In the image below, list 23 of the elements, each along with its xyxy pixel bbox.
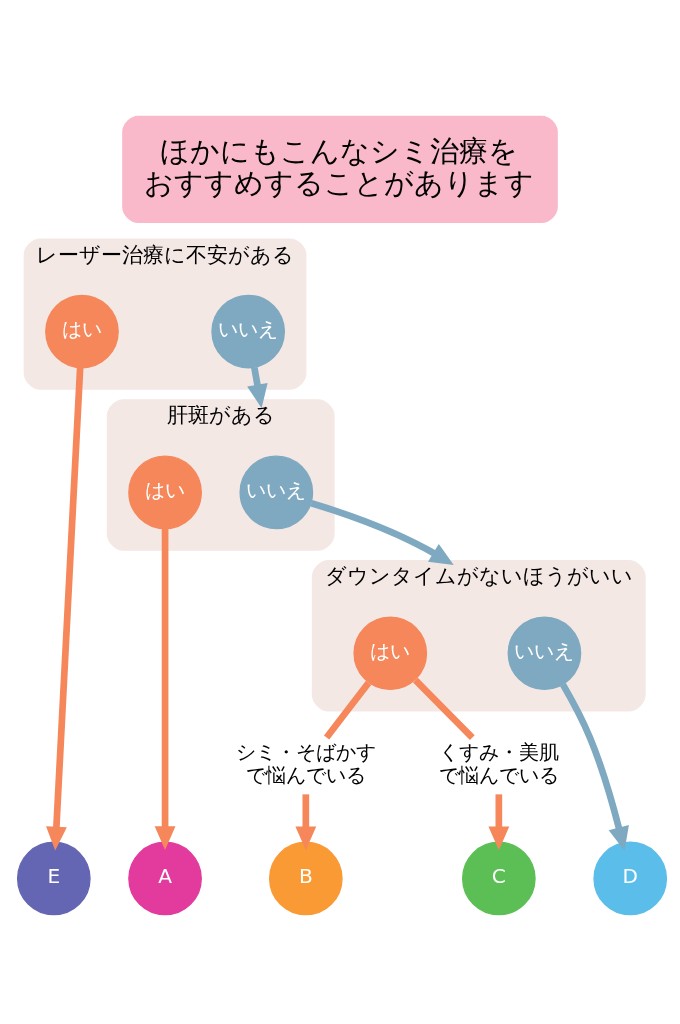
arrow	[310, 499, 454, 565]
node-circle: いいえ	[239, 455, 314, 529]
node-circle: いいえ	[211, 294, 286, 368]
connector	[323, 680, 372, 739]
node-circle: E	[16, 841, 91, 915]
arrow	[560, 682, 629, 851]
diagram-title: ほかにもこんなシミ治療をおすすめすることがあります	[144, 133, 535, 200]
arrow	[247, 366, 268, 408]
node-text: くすみ・美肌で悩んでいる	[438, 739, 559, 787]
arrow	[46, 367, 84, 850]
node-circle: はい	[45, 294, 119, 368]
arrow	[488, 793, 510, 850]
node-circle: B	[268, 841, 343, 915]
node-circle: はい	[128, 455, 202, 529]
node-circle: いいえ	[507, 615, 582, 690]
node-circle: A	[128, 841, 202, 915]
arrow	[295, 793, 317, 850]
connector	[413, 677, 475, 740]
node-circle: C	[461, 841, 536, 915]
arrow	[154, 528, 176, 850]
node-circle: D	[593, 841, 668, 915]
node-text: シミ・そばかすで悩んでいる	[235, 739, 376, 787]
node-circle: はい	[353, 615, 428, 690]
